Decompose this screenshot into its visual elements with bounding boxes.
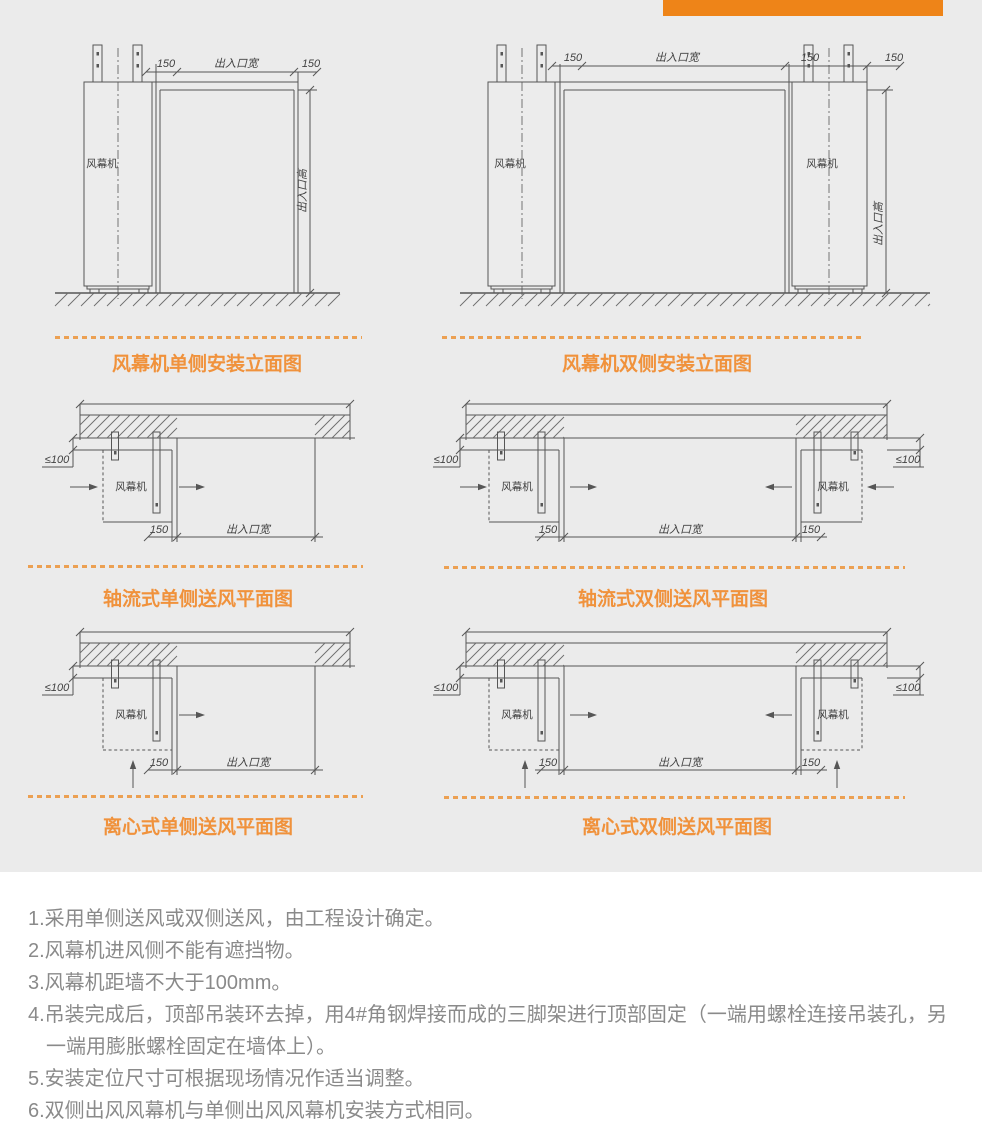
dashed-separator bbox=[28, 795, 363, 798]
air-curtain-unit-left: 风幕机 bbox=[488, 431, 560, 523]
machine-label: 风幕机 bbox=[494, 157, 526, 170]
elevation-double-diagram: 风幕机 风幕机 bbox=[459, 44, 931, 307]
door-height-label: 出入口高 bbox=[296, 167, 309, 213]
dim-150-label: 150 bbox=[802, 524, 821, 536]
bottom-dimension: 150 出入口宽 bbox=[143, 666, 323, 775]
door-height-label: 出入口高 bbox=[872, 200, 885, 246]
air-curtain-unit-left: 风幕机 bbox=[488, 659, 560, 751]
top-dimension: 150 出入口宽 150 150 bbox=[547, 51, 905, 71]
door-frame bbox=[555, 64, 867, 293]
air-curtain-unit-right: 风幕机 bbox=[800, 431, 863, 523]
height-dimension: 出入口高 bbox=[866, 66, 893, 298]
door-width-label: 出入口宽 bbox=[226, 756, 272, 769]
dim-150-label: 150 bbox=[539, 524, 558, 536]
bottom-dimension: 150 出入口宽 150 bbox=[535, 666, 827, 775]
caption-axial-double: 轴流式双侧送风平面图 bbox=[577, 589, 768, 610]
dashed-separator bbox=[444, 566, 905, 569]
dashed-separator bbox=[55, 336, 362, 339]
gap-dimension-left: ≤100 bbox=[433, 433, 489, 468]
machine-label: 风幕机 bbox=[501, 480, 533, 493]
dim-150-label: 150 bbox=[150, 524, 169, 536]
door-width-label: 出入口宽 bbox=[214, 57, 260, 70]
installation-notes: 1.采用单侧送风或双侧送风，由工程设计确定。 2.风幕机进风侧不能有遮挡物。 3… bbox=[28, 903, 962, 1127]
bottom-dimension: 150 出入口宽 150 bbox=[535, 438, 827, 542]
machine-label: 风幕机 bbox=[817, 708, 849, 721]
max-gap-label: ≤100 bbox=[896, 454, 921, 466]
air-curtain-unit: 风幕机 bbox=[102, 659, 173, 751]
caption-elevation-double: 风幕机双侧安装立面图 bbox=[561, 354, 752, 375]
dashed-separator bbox=[28, 565, 363, 568]
dim-150-label: 150 bbox=[801, 52, 820, 64]
axial-double-plan-diagram: ≤100 风幕机 风幕机 bbox=[433, 399, 925, 542]
dashed-separator bbox=[444, 796, 905, 799]
machine-label: 风幕机 bbox=[501, 708, 533, 721]
caption-axial-single: 轴流式单侧送风平面图 bbox=[102, 589, 293, 610]
axial-single-plan-diagram: ≤100 风幕机 150 出入口宽 bbox=[42, 399, 355, 542]
dim-150-label: 150 bbox=[157, 58, 176, 70]
airflow-arrows bbox=[521, 711, 841, 788]
door-width-label: 出入口宽 bbox=[658, 523, 704, 536]
note-line: 6.双侧出风风幕机与单侧出风风幕机安装方式相同。 bbox=[28, 1100, 485, 1122]
dim-150-label: 150 bbox=[564, 52, 583, 64]
max-gap-label: ≤100 bbox=[896, 682, 921, 694]
airflow-arrows bbox=[70, 483, 205, 491]
ground bbox=[459, 292, 931, 307]
dim-150-label: 150 bbox=[539, 757, 558, 769]
air-curtain-unit-left: 风幕机 bbox=[487, 44, 556, 299]
ground bbox=[54, 292, 341, 307]
machine-label: 风幕机 bbox=[806, 157, 838, 170]
max-gap-label: ≤100 bbox=[434, 454, 459, 466]
height-dimension: 出入口高 bbox=[296, 85, 317, 298]
air-curtain-unit: 风幕机 bbox=[83, 44, 153, 299]
airflow-arrows bbox=[129, 711, 205, 788]
air-curtain-unit: 风幕机 bbox=[102, 431, 173, 523]
caption-centrifugal-single: 离心式单侧送风平面图 bbox=[102, 817, 293, 838]
note-line: 1.采用单侧送风或双侧送风，由工程设计确定。 bbox=[28, 908, 445, 930]
note-line: 4.吊装完成后，顶部吊装环去掉，用4#角钢焊接而成的三脚架进行顶部固定（一端用螺… bbox=[28, 1004, 947, 1026]
dim-150-label: 150 bbox=[885, 52, 904, 64]
max-gap-label: ≤100 bbox=[434, 682, 459, 694]
machine-label: 风幕机 bbox=[817, 480, 849, 493]
gap-dimension: ≤100 bbox=[42, 433, 103, 468]
note-line: 5.安装定位尺寸可根据现场情况作适当调整。 bbox=[28, 1068, 425, 1090]
door-width-label: 出入口宽 bbox=[226, 523, 272, 536]
dashed-separator bbox=[442, 336, 863, 339]
dim-150-label: 150 bbox=[150, 757, 169, 769]
max-gap-label: ≤100 bbox=[45, 454, 70, 466]
machine-label: 风幕机 bbox=[115, 480, 147, 493]
door-width-label: 出入口宽 bbox=[655, 51, 701, 64]
centrifugal-double-plan-diagram: ≤100 风幕机 风幕机 bbox=[433, 627, 925, 788]
centrifugal-single-plan-diagram: ≤100 风幕机 150 出入口宽 bbox=[42, 627, 355, 788]
wall bbox=[73, 627, 355, 668]
wall bbox=[460, 627, 920, 668]
diagram-panel: 风幕机 150 出入口宽 150 出入口高 bbox=[0, 0, 982, 872]
note-line: 3.风幕机距墙不大于100mm。 bbox=[28, 972, 292, 994]
caption-centrifugal-double: 离心式双侧送风平面图 bbox=[581, 817, 772, 838]
air-curtain-unit-right: 风幕机 bbox=[791, 44, 868, 299]
door-frame bbox=[152, 64, 299, 293]
wall bbox=[460, 399, 920, 440]
door-width-label: 出入口宽 bbox=[658, 756, 704, 769]
gap-dimension-left: ≤100 bbox=[433, 661, 489, 696]
machine-label: 风幕机 bbox=[115, 708, 147, 721]
wall bbox=[73, 399, 355, 440]
caption-elevation-single: 风幕机单侧安装立面图 bbox=[111, 354, 302, 375]
machine-label: 风幕机 bbox=[86, 157, 118, 170]
dim-150-label: 150 bbox=[802, 757, 821, 769]
gap-dimension-right: ≤100 bbox=[887, 433, 925, 468]
note-line-continuation: 一端用膨胀螺栓固定在墙体上）。 bbox=[46, 1036, 336, 1058]
bottom-dimension: 150 出入口宽 bbox=[143, 438, 323, 542]
max-gap-label: ≤100 bbox=[45, 682, 70, 694]
gap-dimension: ≤100 bbox=[42, 661, 103, 696]
elevation-single-diagram: 风幕机 150 出入口宽 150 出入口高 bbox=[54, 44, 341, 307]
airflow-arrows bbox=[460, 483, 894, 491]
gap-dimension-right: ≤100 bbox=[887, 661, 925, 696]
air-curtain-unit-right: 风幕机 bbox=[800, 659, 863, 751]
accent-bar bbox=[663, 0, 943, 16]
dim-150-label: 150 bbox=[302, 58, 321, 70]
top-dimension: 150 出入口宽 150 bbox=[141, 57, 322, 77]
note-line: 2.风幕机进风侧不能有遮挡物。 bbox=[28, 940, 305, 962]
